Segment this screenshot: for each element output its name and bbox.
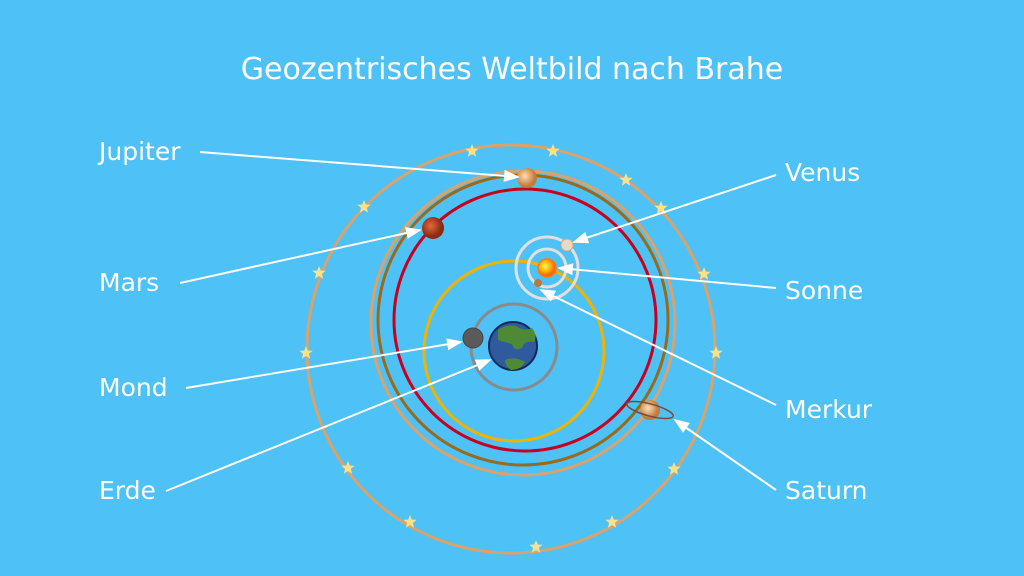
mars xyxy=(422,217,444,239)
star-icon xyxy=(697,267,711,280)
saturn xyxy=(626,400,674,420)
label-erde: Erde xyxy=(99,476,156,505)
star-icon xyxy=(546,144,560,157)
star-icon xyxy=(299,346,313,359)
star-icon xyxy=(403,515,417,528)
star-icon xyxy=(312,266,326,279)
venus xyxy=(560,238,574,252)
saturn-orbit xyxy=(369,169,677,477)
sun xyxy=(537,258,557,278)
jupiter xyxy=(517,168,537,188)
label-venus: Venus xyxy=(785,158,861,187)
pointer-lines xyxy=(165,151,777,492)
moon xyxy=(462,327,484,349)
label-merkur: Merkur xyxy=(785,395,873,424)
star-icon xyxy=(654,201,668,214)
earth-land xyxy=(498,325,536,370)
star-icon xyxy=(619,173,633,186)
diagram-title: Geozentrisches Weltbild nach Brahe xyxy=(240,52,784,87)
star-icon xyxy=(667,462,681,475)
label-sonne: Sonne xyxy=(785,276,864,305)
star-icon xyxy=(529,540,543,553)
jupiter-orbit xyxy=(376,173,670,467)
sun-orbit xyxy=(422,259,606,443)
star-icon xyxy=(341,461,355,474)
label-saturn: Saturn xyxy=(785,476,868,505)
stars xyxy=(299,144,723,553)
label-mond: Mond xyxy=(99,373,168,402)
star-icon xyxy=(465,144,479,157)
star-icon xyxy=(605,515,619,528)
mars-orbit xyxy=(392,187,658,453)
star-icon xyxy=(357,200,371,213)
star-icon xyxy=(709,346,723,359)
label-jupiter: Jupiter xyxy=(99,137,181,166)
mercury xyxy=(534,279,542,287)
label-mars: Mars xyxy=(99,268,160,297)
